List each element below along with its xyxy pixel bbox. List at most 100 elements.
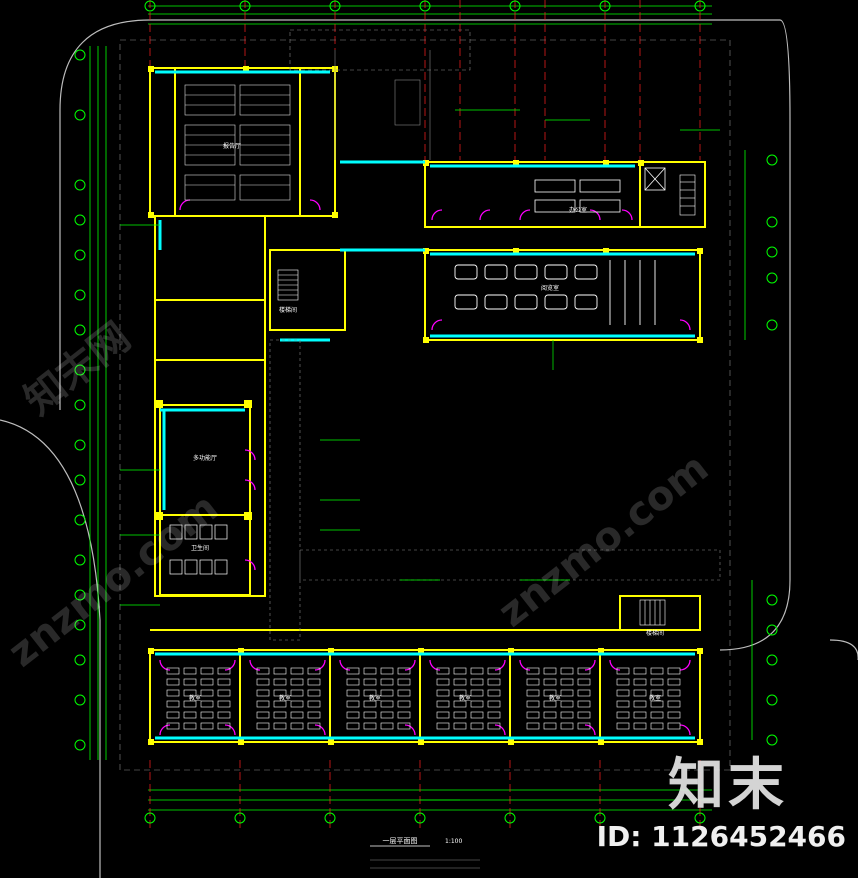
classroom-desk [633,667,647,675]
classroom-desk [616,711,630,719]
classroom-desk [633,722,647,730]
classroom-desk [470,722,484,730]
classroom-desk [200,711,214,719]
classroom-desk [526,722,540,730]
classroom-desk [217,700,231,708]
classroom-desk [363,667,377,675]
room-label-classroom-4: 教室 [459,694,471,702]
classroom-desk [183,678,197,686]
classroom-desk [667,700,681,708]
classroom-desk [650,689,664,697]
classroom-desk [397,689,411,697]
classroom-desk [380,722,394,730]
classroom-desk [633,711,647,719]
room-label-classroom-5: 教室 [549,694,561,702]
classroom-desk [436,689,450,697]
classroom-desk [397,711,411,719]
classroom-desk [346,722,360,730]
classroom-desk [436,700,450,708]
room-label-stair-2: 楼梯间 [646,629,664,637]
classroom-desk [363,689,377,697]
classroom-desk [363,700,377,708]
classroom-desk [256,689,270,697]
classroom-desk [453,689,467,697]
classroom-desk [453,711,467,719]
classroom-desk [543,700,557,708]
room-label-classroom-1: 教室 [189,694,201,702]
classroom-desk [436,711,450,719]
classroom-desk [200,700,214,708]
watermark-id: ID: 1126452466 [596,820,846,853]
classroom-desk [397,700,411,708]
classroom-desk [380,711,394,719]
classroom-desk [650,711,664,719]
classroom-desk [470,667,484,675]
classroom-desk [487,711,501,719]
drawing-title: 一层平面图 [383,837,418,845]
toilet-partitions [169,524,228,575]
classroom-desk [560,678,574,686]
classroom-desk [307,711,321,719]
classroom-desk [380,689,394,697]
classroom-desk [217,722,231,730]
classroom-desk [397,678,411,686]
classroom-desk [667,689,681,697]
classroom-desk [616,667,630,675]
classroom-desk [290,700,304,708]
classroom-desk [346,711,360,719]
classroom-desk [183,667,197,675]
classroom-desk [560,722,574,730]
drawing-title-block: 一层平面图 1:100 [370,837,480,869]
classroom-desk [577,667,591,675]
classroom-desk [183,689,197,697]
room-label-classroom-3: 教室 [369,694,381,702]
classroom-desk [273,667,287,675]
classroom-desk [307,722,321,730]
classroom-desk [667,711,681,719]
classroom-desk [633,689,647,697]
classroom-desk [200,667,214,675]
classroom-desk [307,689,321,697]
classroom-desk [397,667,411,675]
classroom-desk [256,678,270,686]
office-tables [534,167,666,213]
classroom-desk [307,678,321,686]
classroom-desk [560,711,574,719]
classroom-desk [363,711,377,719]
classroom-desk [256,722,270,730]
library-tables [454,260,656,325]
classroom-desks [166,667,681,730]
classroom-desk [256,700,270,708]
classroom-desk [380,700,394,708]
classroom-desk [273,722,287,730]
classroom-desk [166,689,180,697]
detail-lines [119,29,731,771]
structural-columns [148,66,703,745]
classroom-desk [616,678,630,686]
classroom-desk [273,678,287,686]
classroom-desk [183,700,197,708]
classroom-desk [650,667,664,675]
classroom-desk [307,667,321,675]
walls [149,67,706,743]
classroom-desk [543,711,557,719]
classroom-desk [633,678,647,686]
classroom-desk [560,700,574,708]
classroom-desk [526,678,540,686]
classroom-desk [363,722,377,730]
classroom-desk [650,678,664,686]
classroom-desk [526,667,540,675]
room-label-stair-1: 楼梯间 [279,306,297,314]
classroom-desk [526,700,540,708]
classroom-desk [470,678,484,686]
classroom-desk [577,700,591,708]
annotation-leaders [120,109,720,801]
room-label-classroom-2: 教室 [279,694,291,702]
watermark-brand: 知末 [668,753,788,818]
axis-bubbles-left [74,49,86,751]
classroom-desk [273,711,287,719]
classroom-desk [577,678,591,686]
classroom-desk [616,722,630,730]
classroom-desk [290,689,304,697]
